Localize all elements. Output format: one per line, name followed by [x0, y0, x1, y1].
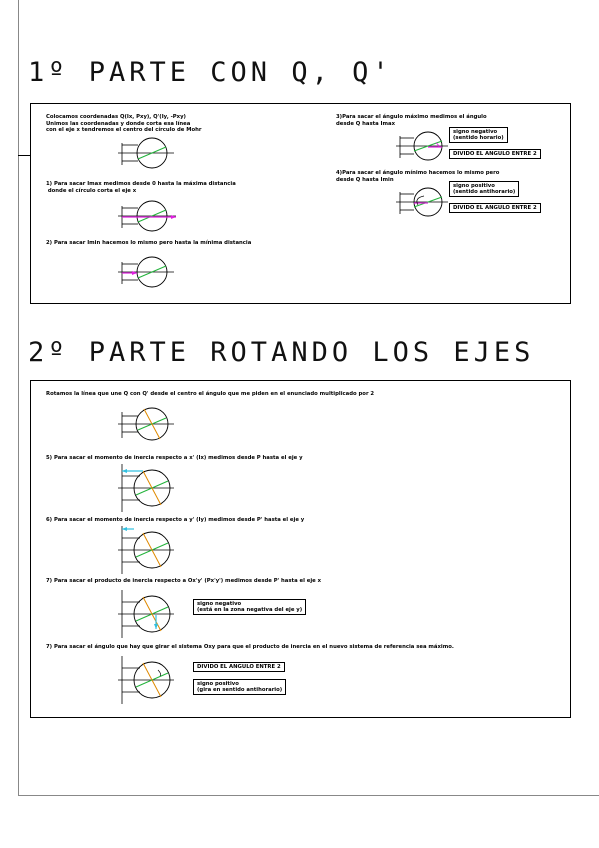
step7b-divide-box: DIVIDO EL ANGULO ENTRE 2 [193, 662, 285, 672]
mohr-circle-ix-figure [118, 464, 174, 512]
mohr-circle-imax-figure [118, 200, 176, 232]
step4-divide-box: DIVIDO EL ANGULO ENTRE 2 [449, 203, 541, 213]
step2-text: 2) Para sacar Imin hacemos lo mismo pero… [46, 240, 252, 246]
step5-text: 5) Para sacar el momento de inercia resp… [46, 455, 303, 461]
mohr-circle-angle-min-figure [396, 187, 448, 217]
step6-text: 6) Para sacar el momento de inercia resp… [46, 517, 305, 523]
mohr-circle-angle-max-figure [396, 131, 448, 161]
step1-text: 1) Para sacar Imax medimos desde 0 hasta… [46, 181, 236, 194]
mohr-circle-rotated-figure [118, 407, 174, 441]
mohr-circle-pxy-figure [118, 590, 174, 638]
mohr-circle-intro-figure [118, 137, 174, 169]
step7a-text: 7) Para sacar el producto de inercia res… [46, 578, 322, 584]
step3-divide-box: DIVIDO EL ANGULO ENTRE 2 [449, 149, 541, 159]
mohr-circle-iy-figure [118, 526, 174, 574]
step7b-sign-box: signo positivo (gira en sentido antihora… [193, 679, 287, 695]
part2-intro-text: Rotamos la línea que une Q con Q' desde … [46, 391, 375, 397]
part2-panel [30, 380, 571, 718]
step4-sign-box: signo positivo (sentido antihorario) [449, 181, 520, 197]
step4-text: 4)Para sacar el ángulo mínimo hacemos lo… [336, 170, 500, 183]
mohr-circle-rotation-angle-figure [118, 656, 174, 704]
step3-text: 3)Para sacar el ángulo máximo medimos el… [336, 114, 487, 127]
mohr-circle-imin-figure [118, 256, 174, 288]
sheet-tick-mark [18, 155, 30, 156]
step3-sign-box: signo negativo (sentido horario) [449, 127, 508, 143]
sheet-left-line [18, 0, 19, 795]
part1-panel [30, 103, 571, 304]
part1-title: 1º PARTE CON Q, Q' [28, 57, 393, 88]
part2-title: 2º PARTE ROTANDO LOS EJES [28, 337, 535, 368]
step7a-sign-box: signo negativo (está en la zona negativa… [193, 599, 307, 615]
step7b-text: 7) Para sacar el ángulo que hay que gira… [46, 644, 454, 650]
sheet-bottom-line [18, 795, 599, 796]
part1-intro-text: Colocamos coordenadas Q(Ix, Pxy), Q'(Iy,… [46, 114, 202, 134]
